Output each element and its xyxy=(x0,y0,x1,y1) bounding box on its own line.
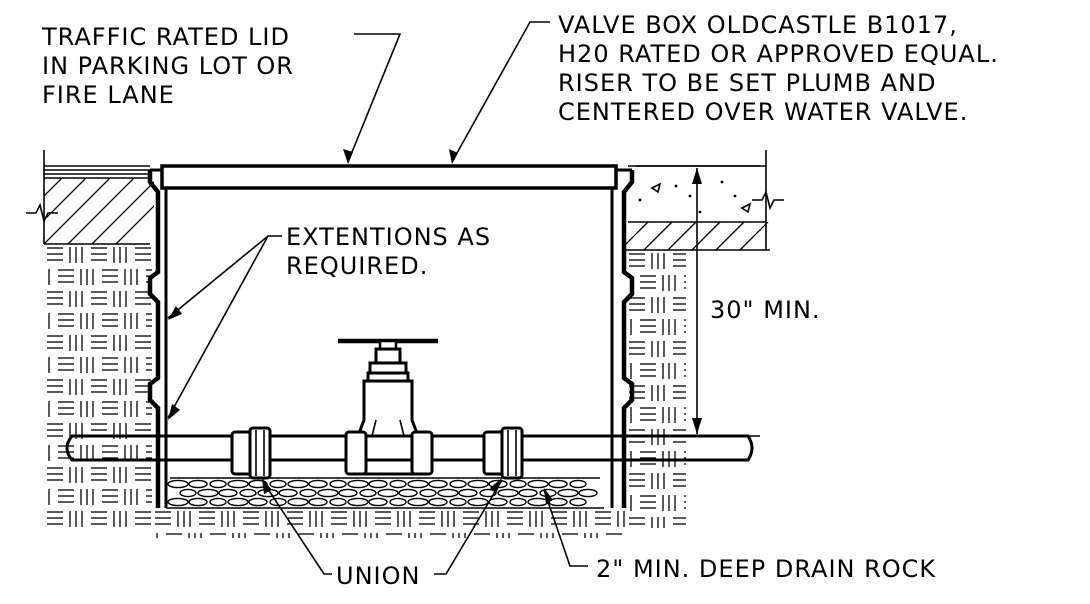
drain-rock-stone xyxy=(449,479,467,489)
valve-box-callout-line-3: RISER TO BE SET PLUMB AND xyxy=(558,69,936,97)
drain-rock-stone xyxy=(557,488,579,498)
lid-callout-line-3: FIRE LANE xyxy=(42,81,175,109)
drain-rock-stone xyxy=(338,488,358,498)
drain-rock-stone xyxy=(569,479,587,489)
drain-rock-stone xyxy=(548,479,568,489)
drain-rock-stone xyxy=(197,488,219,498)
drain-rock-stone xyxy=(389,479,407,489)
valve-box-callout-line-4: CENTERED OVER WATER VALVE. xyxy=(558,98,968,126)
extensions-callout-line-2: REQUIRED. xyxy=(286,252,428,280)
drain-rock-stone xyxy=(308,479,328,489)
drain-rock-stone xyxy=(269,479,287,489)
drain-rock-stone xyxy=(488,497,508,507)
drain-rock-stone xyxy=(329,479,347,489)
drain-rock-stone xyxy=(518,488,538,498)
asphalt-pavement-left xyxy=(26,150,154,245)
drain-rock-stone xyxy=(437,488,459,498)
drain-rock-stone xyxy=(299,488,317,498)
drain-rock-stone xyxy=(428,479,448,489)
extensions-callout-leader xyxy=(167,235,282,420)
lid-callout-line-2: IN PARKING LOT OR xyxy=(42,52,294,80)
drain-rock-stone xyxy=(527,497,549,507)
drain-rock-stone xyxy=(578,488,598,498)
water-main-pipe xyxy=(65,434,754,462)
drain-rock-stone xyxy=(359,488,377,498)
valve-box-riser-right xyxy=(610,168,635,508)
drain-rock-stone xyxy=(377,488,399,498)
drain-rock-stone xyxy=(179,488,197,498)
drain-rock-stone xyxy=(317,488,339,498)
drain-rock-stone xyxy=(527,479,549,489)
concrete-slab-right xyxy=(622,150,784,251)
valve-box-riser-left xyxy=(147,168,168,508)
valve-box-callout-leader xyxy=(449,21,550,164)
drain-rock-stone xyxy=(368,497,388,507)
drain-rock-stone xyxy=(329,497,347,507)
drain-rock-stone xyxy=(368,479,388,489)
depth-dimension xyxy=(636,165,760,437)
drain-rock-stone xyxy=(449,497,467,507)
drain-rock-stone xyxy=(497,488,519,498)
valve-box-callout-line-1: VALVE BOX OLDCASTLE B1017, xyxy=(558,11,958,39)
drain-rock-stone xyxy=(389,497,407,507)
drain-rock-stone xyxy=(407,479,429,489)
valve-box-callout-line-2: H20 RATED OR APPROVED EQUAL. xyxy=(558,40,999,68)
lid-callout-leader xyxy=(343,33,402,164)
drain-rock-stone xyxy=(458,488,478,498)
drain-rock-stone xyxy=(227,479,249,489)
drain-rock-stone xyxy=(287,497,309,507)
drain-rock-stone xyxy=(209,479,227,489)
union-fitting-left xyxy=(230,426,272,480)
traffic-rated-lid xyxy=(160,164,618,190)
drain-rock-stone xyxy=(347,479,369,489)
drain-rock-stone xyxy=(347,497,369,507)
drain-rock-stone xyxy=(407,497,429,507)
drain-rock-stone xyxy=(287,479,309,489)
depth-dimension-label: 30" MIN. xyxy=(710,296,821,324)
extensions-callout-line-1: EXTENTIONS AS xyxy=(286,223,491,251)
union-label: UNION xyxy=(336,562,420,590)
drain-rock-stone xyxy=(569,497,587,507)
drain-rock-stone xyxy=(428,497,448,507)
drain-rock-stone xyxy=(248,497,268,507)
union-fitting-right xyxy=(482,426,524,480)
drain-rock-stone xyxy=(209,497,227,507)
drain-rock-stone xyxy=(509,497,527,507)
drain-rock-stone xyxy=(308,497,328,507)
drain-rock-label: 2" MIN. DEEP DRAIN ROCK xyxy=(596,555,936,583)
drain-rock-stone xyxy=(419,488,437,498)
drain-rock-stone xyxy=(218,488,238,498)
native-soil-hatch xyxy=(47,247,686,538)
drain-rock-bed xyxy=(166,477,604,509)
drain-rock-stone xyxy=(278,488,298,498)
drain-rock-stone xyxy=(188,479,208,489)
lid-callout-line-1: TRAFFIC RATED LID xyxy=(41,23,290,51)
drain-rock-callout-leader xyxy=(543,488,588,567)
gate-valve xyxy=(338,338,438,476)
drain-rock-stone xyxy=(509,479,527,489)
drain-rock-stone xyxy=(239,488,257,498)
union-callout-leader xyxy=(261,478,503,575)
drain-rock-stone xyxy=(398,488,418,498)
drain-rock-stone xyxy=(167,497,189,507)
drain-rock-stone xyxy=(467,497,489,507)
drain-rock-stone xyxy=(467,479,489,489)
drain-rock-stone xyxy=(167,479,189,489)
drain-rock-stone xyxy=(227,497,249,507)
drain-rock-stone xyxy=(188,497,208,507)
